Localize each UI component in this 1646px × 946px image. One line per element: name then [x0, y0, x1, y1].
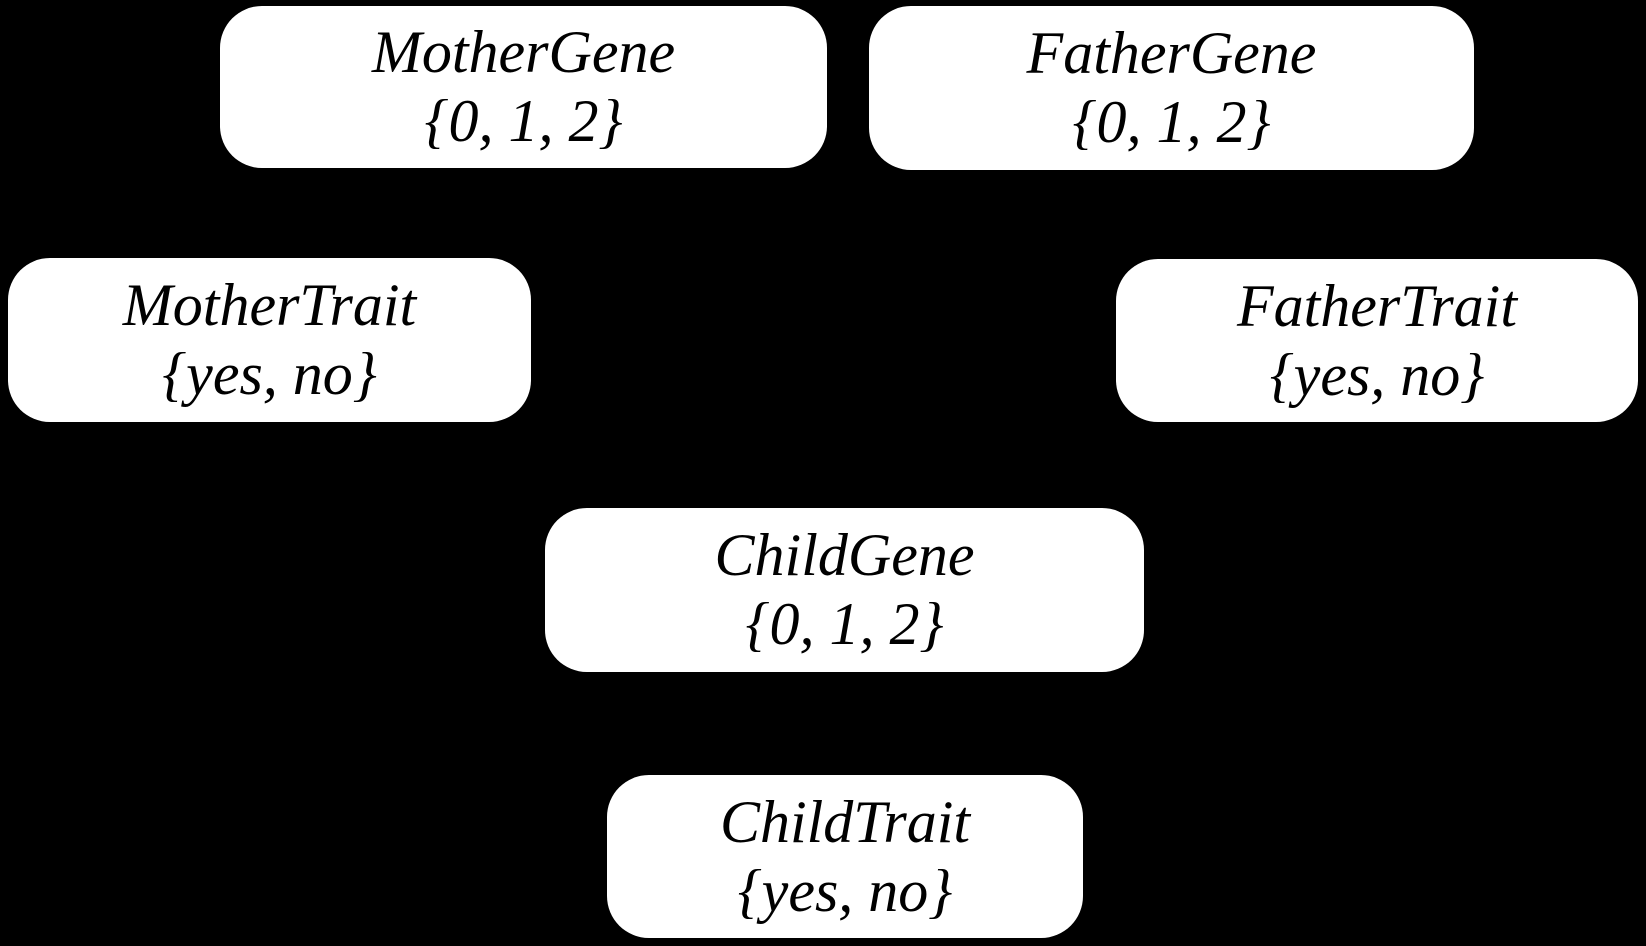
node-mother-gene-values: {0, 1, 2}	[424, 88, 623, 154]
node-child-trait: ChildTrait {yes, no}	[607, 775, 1083, 938]
node-mother-trait-label: MotherTrait	[122, 272, 417, 338]
node-father-trait-values: {yes, no}	[1269, 341, 1485, 408]
node-father-trait: FatherTrait {yes, no}	[1116, 259, 1638, 422]
node-child-gene-values: {0, 1, 2}	[745, 591, 944, 657]
node-mother-trait: MotherTrait {yes, no}	[8, 258, 531, 422]
node-father-gene-label: FatherGene	[1026, 20, 1317, 86]
node-father-trait-label: FatherTrait	[1236, 272, 1518, 339]
node-father-gene: FatherGene {0, 1, 2}	[869, 6, 1474, 170]
node-child-gene: ChildGene {0, 1, 2}	[545, 508, 1144, 672]
node-child-trait-label: ChildTrait	[719, 788, 971, 855]
node-father-gene-values: {0, 1, 2}	[1072, 89, 1271, 155]
node-mother-gene: MotherGene {0, 1, 2}	[220, 6, 827, 168]
node-child-gene-label: ChildGene	[714, 522, 975, 588]
node-mother-trait-values: {yes, no}	[162, 341, 377, 407]
node-child-trait-values: {yes, no}	[737, 857, 953, 924]
node-mother-gene-label: MotherGene	[371, 19, 676, 85]
